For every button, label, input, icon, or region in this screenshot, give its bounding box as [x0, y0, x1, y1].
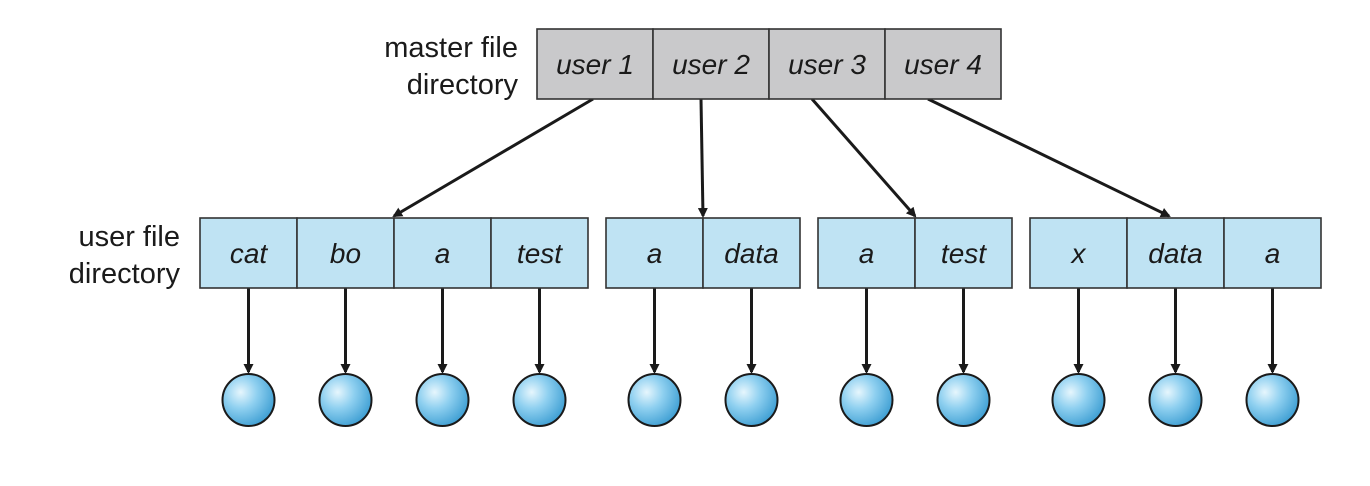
user-directory-1: cat bo a test	[199, 217, 589, 289]
edges-layer	[243, 97, 1278, 374]
ufd-cell-data	[1126, 217, 1225, 289]
master-directory-label-line1: master file	[384, 32, 518, 64]
file-node	[512, 373, 567, 427]
file-node	[1148, 373, 1203, 427]
ufd-cell-label: a	[1265, 238, 1281, 269]
file-node	[724, 373, 779, 427]
user-directory-2: a data	[605, 217, 801, 289]
ufd-cell-a	[393, 217, 492, 289]
master-to-user-arrow	[810, 98, 917, 218]
file-node	[839, 373, 894, 427]
user-directory-4: x data a	[1029, 217, 1322, 289]
master-file-directory: user 1 user 2 user 3 user 4	[536, 28, 1002, 100]
ufd-cell-test	[490, 217, 589, 289]
ufd-cell-label: data	[724, 238, 779, 269]
ufd-cell-test	[914, 217, 1013, 289]
ufd-cell-label: data	[1148, 238, 1203, 269]
ufd-cell-x	[1029, 217, 1128, 289]
ufd-cell-bo	[296, 217, 395, 289]
ufd-cell-cat	[199, 217, 298, 289]
master-to-user-arrow	[392, 97, 594, 218]
ufd-cell-data	[702, 217, 801, 289]
user-file-directories: cat bo a test a data a test x data a	[199, 217, 1322, 289]
master-cell-user-3	[768, 28, 886, 100]
ufd-cell-label: a	[647, 238, 663, 269]
master-cell-label: user 3	[788, 49, 866, 80]
master-cell-user-4	[884, 28, 1002, 100]
file-node	[318, 373, 373, 427]
master-to-user-arrow	[927, 97, 1171, 218]
ufd-cell-label: x	[1070, 238, 1087, 269]
user-directory-label-line2: directory	[69, 258, 181, 290]
file-node	[1051, 373, 1106, 427]
ufd-cell-a	[1223, 217, 1322, 289]
ufd-cell-a	[817, 217, 916, 289]
ufd-cell-label: a	[435, 238, 451, 269]
file-node	[221, 373, 276, 427]
ufd-cell-label: test	[517, 238, 563, 269]
master-cell-label: user 2	[672, 49, 750, 80]
ufd-cell-label: bo	[330, 238, 361, 269]
ufd-cell-label: cat	[230, 238, 269, 269]
master-cell-user-1	[536, 28, 654, 100]
master-cell-label: user 4	[904, 49, 982, 80]
ufd-cell-label: test	[941, 238, 987, 269]
file-node	[1245, 373, 1300, 427]
master-directory-label-line2: directory	[407, 69, 519, 101]
file-node	[627, 373, 682, 427]
file-node	[936, 373, 991, 427]
user-directory-3: a test	[817, 217, 1013, 289]
user-directory-label-line1: user file	[78, 221, 180, 253]
master-cell-label: user 1	[556, 49, 634, 80]
ufd-cell-a	[605, 217, 704, 289]
master-to-user-arrow	[697, 98, 708, 218]
file-nodes	[221, 373, 1300, 427]
ufd-cell-label: a	[859, 238, 875, 269]
file-node	[415, 373, 470, 427]
